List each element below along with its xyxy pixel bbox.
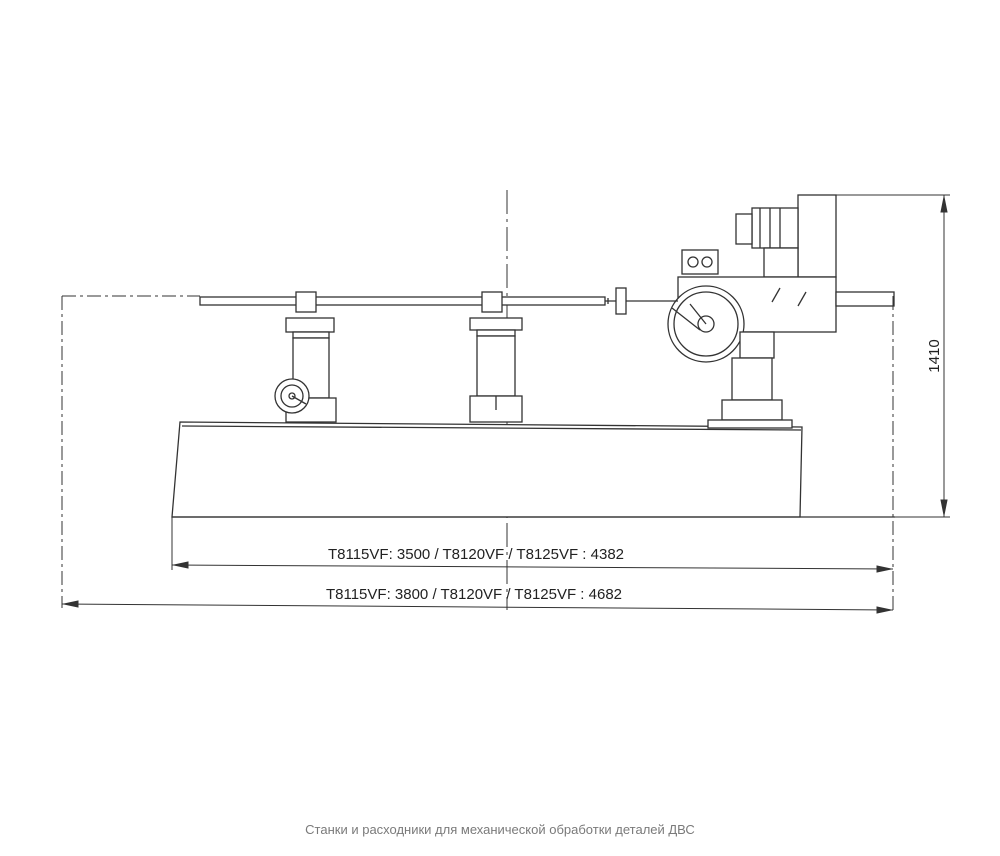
left-support xyxy=(274,291,337,423)
length-dimension-1-label: T8115VF: 3500 / T8120VF / T8125VF : 4382 xyxy=(328,546,624,563)
headstock xyxy=(615,194,895,429)
boring-bar xyxy=(199,296,622,306)
height-dimension xyxy=(836,194,950,518)
envelope-outline xyxy=(61,295,894,612)
machine-bed xyxy=(171,421,895,518)
length-dimension-2-label: T8115VF: 3800 / T8120VF / T8125VF : 4682 xyxy=(326,586,622,603)
footer-caption: Станки и расходники для механической обр… xyxy=(305,822,695,837)
motor xyxy=(751,207,799,249)
feed-handle xyxy=(615,287,627,315)
length-dimension-1 xyxy=(171,561,894,573)
length-dimension-2 xyxy=(61,600,894,614)
middle-support xyxy=(469,291,523,423)
height-dimension-label: 1410 xyxy=(926,339,943,372)
